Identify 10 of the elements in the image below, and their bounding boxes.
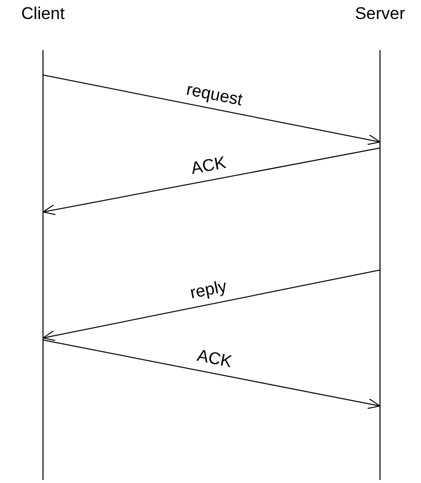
message-arrow [42,340,380,410]
participant-label: Client [20,4,66,24]
message-arrow [42,270,380,342]
message-label: ACK [190,153,228,180]
message-label: reply [188,276,229,304]
message-arrow [42,74,380,146]
participant-label: Server [354,4,406,24]
message-arrow [42,148,380,216]
message-label: ACK [195,346,234,372]
message-label: request [184,79,244,110]
